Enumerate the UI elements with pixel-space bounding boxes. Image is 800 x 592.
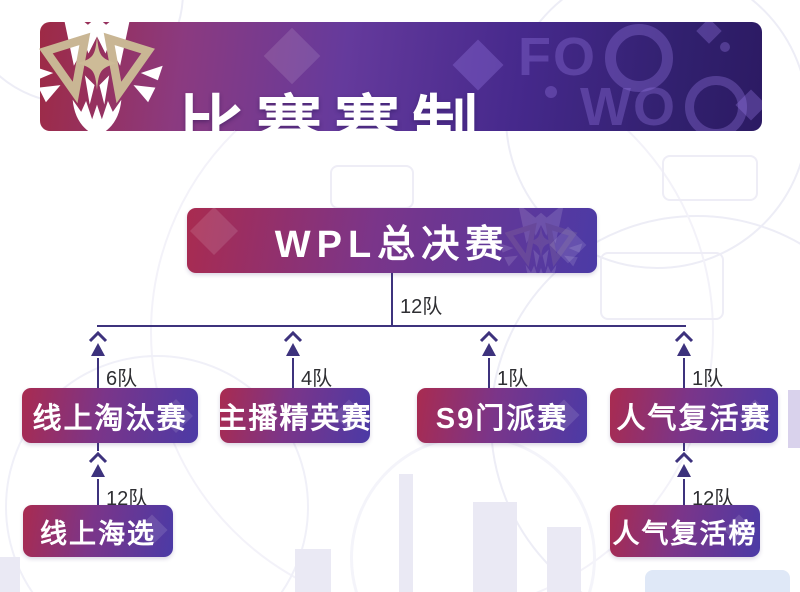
node-label: 线上淘汰赛 <box>32 402 188 435</box>
connector-child <box>97 479 99 506</box>
node-popularity-revival: 人气复活赛 <box>610 388 778 443</box>
page-title: 比赛赛制 <box>178 88 490 131</box>
node-s9-sect: S9门派赛 <box>417 388 587 443</box>
up-arrow-icon <box>283 331 303 356</box>
decor-rect <box>330 165 414 209</box>
decor-bar <box>788 390 800 448</box>
node-final-label: WPL总决赛 <box>274 224 510 266</box>
ring-icon <box>605 24 673 92</box>
decor-bar <box>0 557 20 592</box>
edge-label-child: 12队 <box>106 488 149 510</box>
up-arrow-icon <box>88 331 108 356</box>
connector-child <box>683 479 685 506</box>
dot-icon <box>720 42 730 52</box>
ring-icon <box>685 76 747 131</box>
node-online-audition: 线上海选 <box>23 505 173 557</box>
edge-label-child: 12队 <box>692 488 735 510</box>
edge-label-branch: 6队 <box>106 368 138 390</box>
decor-bar <box>473 502 517 592</box>
header-banner: FO WO 比赛赛制 <box>40 22 762 131</box>
node-popularity-revival-rank: 人气复活榜 <box>610 505 760 557</box>
decor-bar <box>295 549 331 592</box>
connector-branch <box>97 358 99 389</box>
node-label: 人气复活赛 <box>616 402 772 435</box>
node-streamer-elite: 主播精英赛 <box>220 388 370 443</box>
sparkle-icon <box>189 208 239 256</box>
node-online-knockout: 线上淘汰赛 <box>22 388 198 443</box>
banner-watermark-text: FO <box>518 27 597 87</box>
decor-rect <box>600 252 724 320</box>
up-arrow-icon <box>479 331 499 356</box>
edge-label-final: 12队 <box>400 296 443 318</box>
connector-stub <box>683 443 685 451</box>
edge-label-branch: 1队 <box>497 368 529 390</box>
connector-branch <box>683 358 685 389</box>
sparkle-icon <box>696 22 722 44</box>
node-label: 线上海选 <box>40 518 156 549</box>
node-final: WPL总决赛 <box>187 208 597 273</box>
edge-label-branch: 4队 <box>301 368 333 390</box>
up-arrow-icon <box>674 331 694 356</box>
node-label: 主播精英赛 <box>220 402 370 435</box>
connector-branch <box>292 358 294 389</box>
connector-stub <box>97 443 99 451</box>
edge-label-branch: 1队 <box>692 368 724 390</box>
dot-icon <box>545 86 557 98</box>
connector-stem <box>391 273 393 326</box>
node-label: 人气复活榜 <box>612 518 758 549</box>
connector-bus <box>97 325 686 327</box>
decor-bar <box>645 570 790 592</box>
decor-bar <box>399 474 413 592</box>
decor-rect <box>662 155 758 201</box>
up-arrow-icon <box>674 452 694 477</box>
up-arrow-icon <box>88 452 108 477</box>
decor-bar <box>547 527 581 592</box>
node-label: S9门派赛 <box>435 402 569 435</box>
connector-branch <box>488 358 490 389</box>
wolf-logo-icon <box>22 0 172 146</box>
